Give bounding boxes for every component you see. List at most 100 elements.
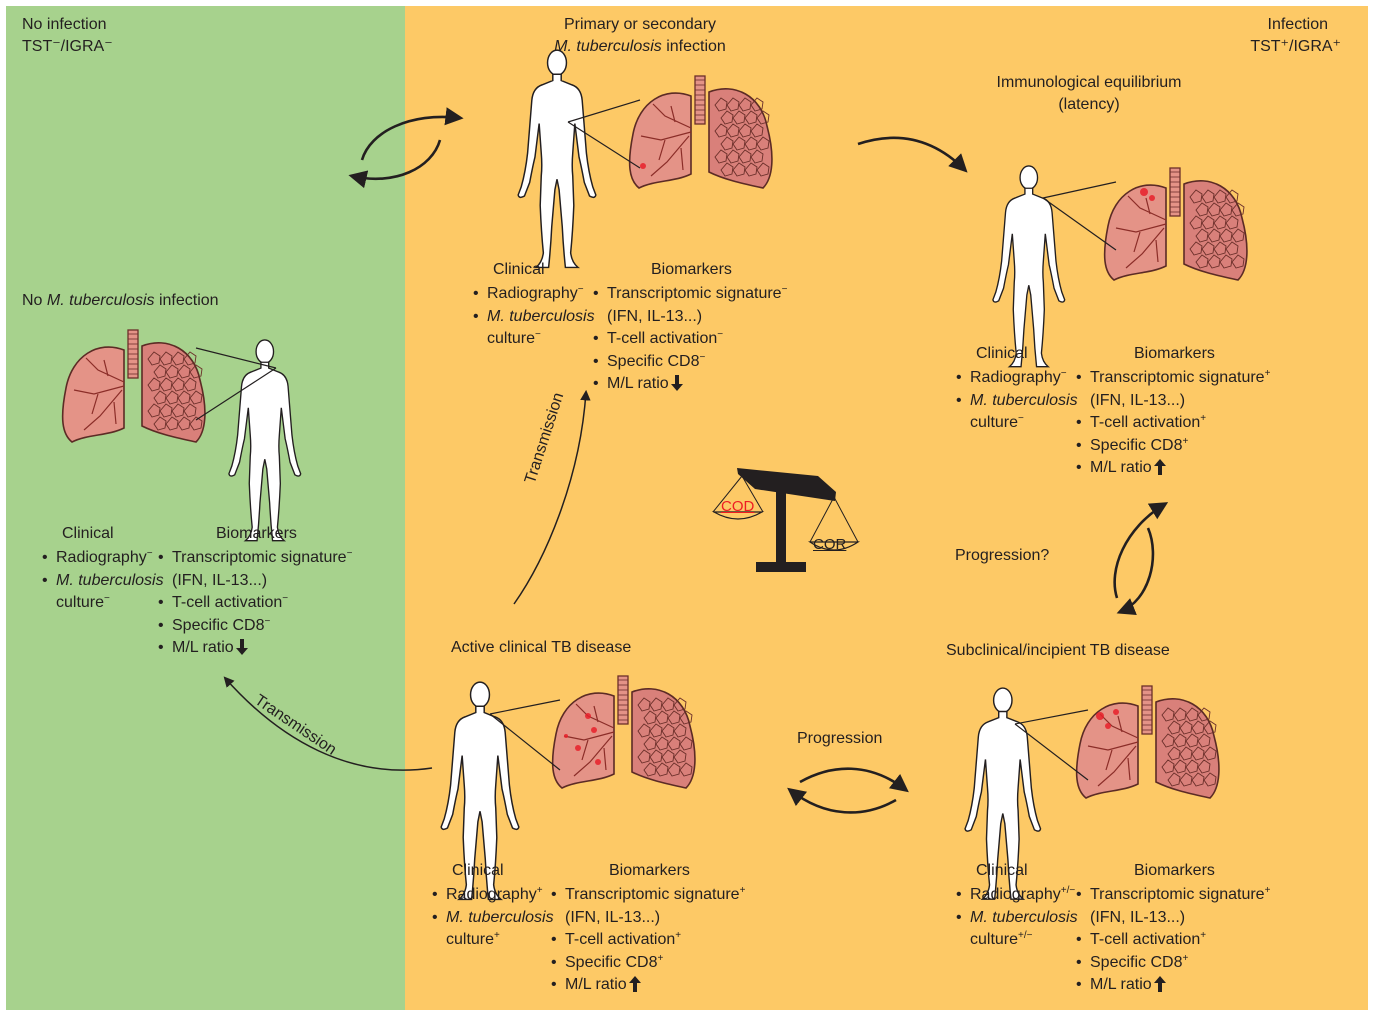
cycle-arrows-right xyxy=(1113,502,1169,616)
figure-top xyxy=(517,49,773,269)
lungs-icon xyxy=(628,75,773,189)
biomarkers-list: Transcriptomic signature−(IFN, IL-13...)… xyxy=(593,283,787,396)
human-body-icon xyxy=(228,339,302,542)
transcriptomic-item: Transcriptomic signature+ xyxy=(551,884,745,907)
no-mtb-title: No M. tuberculosis infection xyxy=(22,292,219,309)
culture-item-cont: culture− xyxy=(487,329,541,348)
lungs-icon xyxy=(1103,167,1248,281)
sign: +/− xyxy=(1060,885,1076,896)
tcell-item: T-cell activation+ xyxy=(1076,929,1270,952)
transcriptomic-item: Transcriptomic signature+ xyxy=(1076,367,1270,390)
transmission-arrow-diagonal xyxy=(223,676,433,771)
ml-ratio-item: M/L ratio xyxy=(1076,974,1270,997)
sign: + xyxy=(494,930,500,941)
tcell-item: T-cell activation+ xyxy=(551,929,745,952)
transcriptomic-item: Transcriptomic signature− xyxy=(593,283,787,306)
culture-item: M. tuberculosis xyxy=(956,390,1078,413)
sign: + xyxy=(657,952,664,964)
sign: − xyxy=(535,329,541,340)
cod-label: COD xyxy=(721,498,755,515)
ml-ratio-item: M/L ratio xyxy=(1076,457,1270,480)
ml-ratio-item: M/L ratio xyxy=(593,373,787,396)
pointer-lines xyxy=(195,347,277,421)
progression-label: Progression xyxy=(797,730,883,747)
clinical-heading: Clinical xyxy=(452,862,504,879)
tcell-item: T-cell activation− xyxy=(593,328,787,351)
lungs-icon xyxy=(1075,685,1220,799)
radiography-item: Radiography+ xyxy=(432,884,554,907)
sign: +/− xyxy=(1018,930,1033,941)
arrow-down-icon xyxy=(235,639,248,655)
radiography-item: Radiography− xyxy=(473,283,595,306)
sign: + xyxy=(1264,368,1271,379)
biomarkers-list: Transcriptomic signature+(IFN, IL-13...)… xyxy=(1076,884,1270,997)
pointer-lines xyxy=(567,99,641,169)
balance-scale xyxy=(711,468,860,572)
ifn-item: (IFN, IL-13...) xyxy=(172,571,268,589)
sign: − xyxy=(1018,413,1024,424)
cd8-item: Specific CD8+ xyxy=(551,952,745,975)
ifn-item: (IFN, IL-13...) xyxy=(1090,391,1186,409)
culture-item-cont: culture− xyxy=(56,593,110,612)
top-stage-title-line1: Primary or secondary xyxy=(563,16,717,33)
ifn-item: (IFN, IL-13...) xyxy=(1090,908,1186,926)
arrow-up-icon xyxy=(1153,976,1166,992)
transcriptomic-item: Transcriptomic signature− xyxy=(158,547,352,570)
subclinical-tb-title: Subclinical/incipient TB disease xyxy=(946,642,1170,659)
transmission-arrow-vertical xyxy=(513,389,591,605)
culture-item: M. tuberculosis xyxy=(473,306,595,329)
arrow-to-latency xyxy=(857,136,968,173)
no-infection-title: No infection xyxy=(22,16,107,33)
no-infection-tests: TST⁻/IGRA⁻ xyxy=(22,38,113,55)
sign: − xyxy=(781,284,788,295)
tcell-item: T-cell activation+ xyxy=(1076,412,1270,435)
cd8-item: Specific CD8− xyxy=(158,615,352,638)
sign: + xyxy=(675,930,682,941)
sign: − xyxy=(699,351,706,363)
sign: − xyxy=(577,284,584,295)
transcriptomic-item: Transcriptomic signature+ xyxy=(1076,884,1270,907)
culture-item-cont: culture+ xyxy=(446,930,500,949)
cor-label: COR xyxy=(813,536,847,553)
sign: + xyxy=(536,885,543,896)
infection-tests: TST⁺/IGRA⁺ xyxy=(1250,38,1341,55)
uninfected-region xyxy=(6,6,405,1010)
sign: − xyxy=(717,329,724,340)
cd8-item: Specific CD8+ xyxy=(1076,435,1270,458)
biomarkers-list: Transcriptomic signature+(IFN, IL-13...)… xyxy=(1076,367,1270,480)
pointer-lines xyxy=(489,699,561,771)
cycle-arrows-bottom xyxy=(787,767,909,814)
clinical-heading: Clinical xyxy=(976,862,1028,879)
radiography-item: Radiography− xyxy=(956,367,1078,390)
sign: − xyxy=(282,593,289,604)
biomarkers-list: Transcriptomic signature+(IFN, IL-13...)… xyxy=(551,884,745,997)
lungs-icon xyxy=(551,675,696,789)
culture-item-cont: culture+/− xyxy=(970,930,1033,949)
cycle-arrows-left xyxy=(348,107,464,189)
sign: + xyxy=(1264,885,1271,896)
cd8-item: Specific CD8+ xyxy=(1076,952,1270,975)
culture-item-cont: culture− xyxy=(970,413,1024,432)
arrow-down-icon xyxy=(670,375,683,391)
culture-item: M. tuberculosis xyxy=(956,907,1078,930)
sign: − xyxy=(1060,368,1067,379)
lungs-icon xyxy=(61,329,206,443)
biomarkers-list: Transcriptomic signature−(IFN, IL-13...)… xyxy=(158,547,352,660)
sign: − xyxy=(346,548,353,559)
pointer-lines xyxy=(1014,709,1089,781)
sign: + xyxy=(1200,413,1207,424)
cd8-item: Specific CD8− xyxy=(593,351,787,374)
ml-ratio-item: M/L ratio xyxy=(158,637,352,660)
figure-subclinical xyxy=(964,685,1220,900)
radiography-item: Radiography− xyxy=(42,547,164,570)
latency-title-line2: (latency) xyxy=(1058,96,1120,113)
progression-question-label: Progression? xyxy=(955,547,1050,564)
biomarkers-heading: Biomarkers xyxy=(609,862,690,879)
